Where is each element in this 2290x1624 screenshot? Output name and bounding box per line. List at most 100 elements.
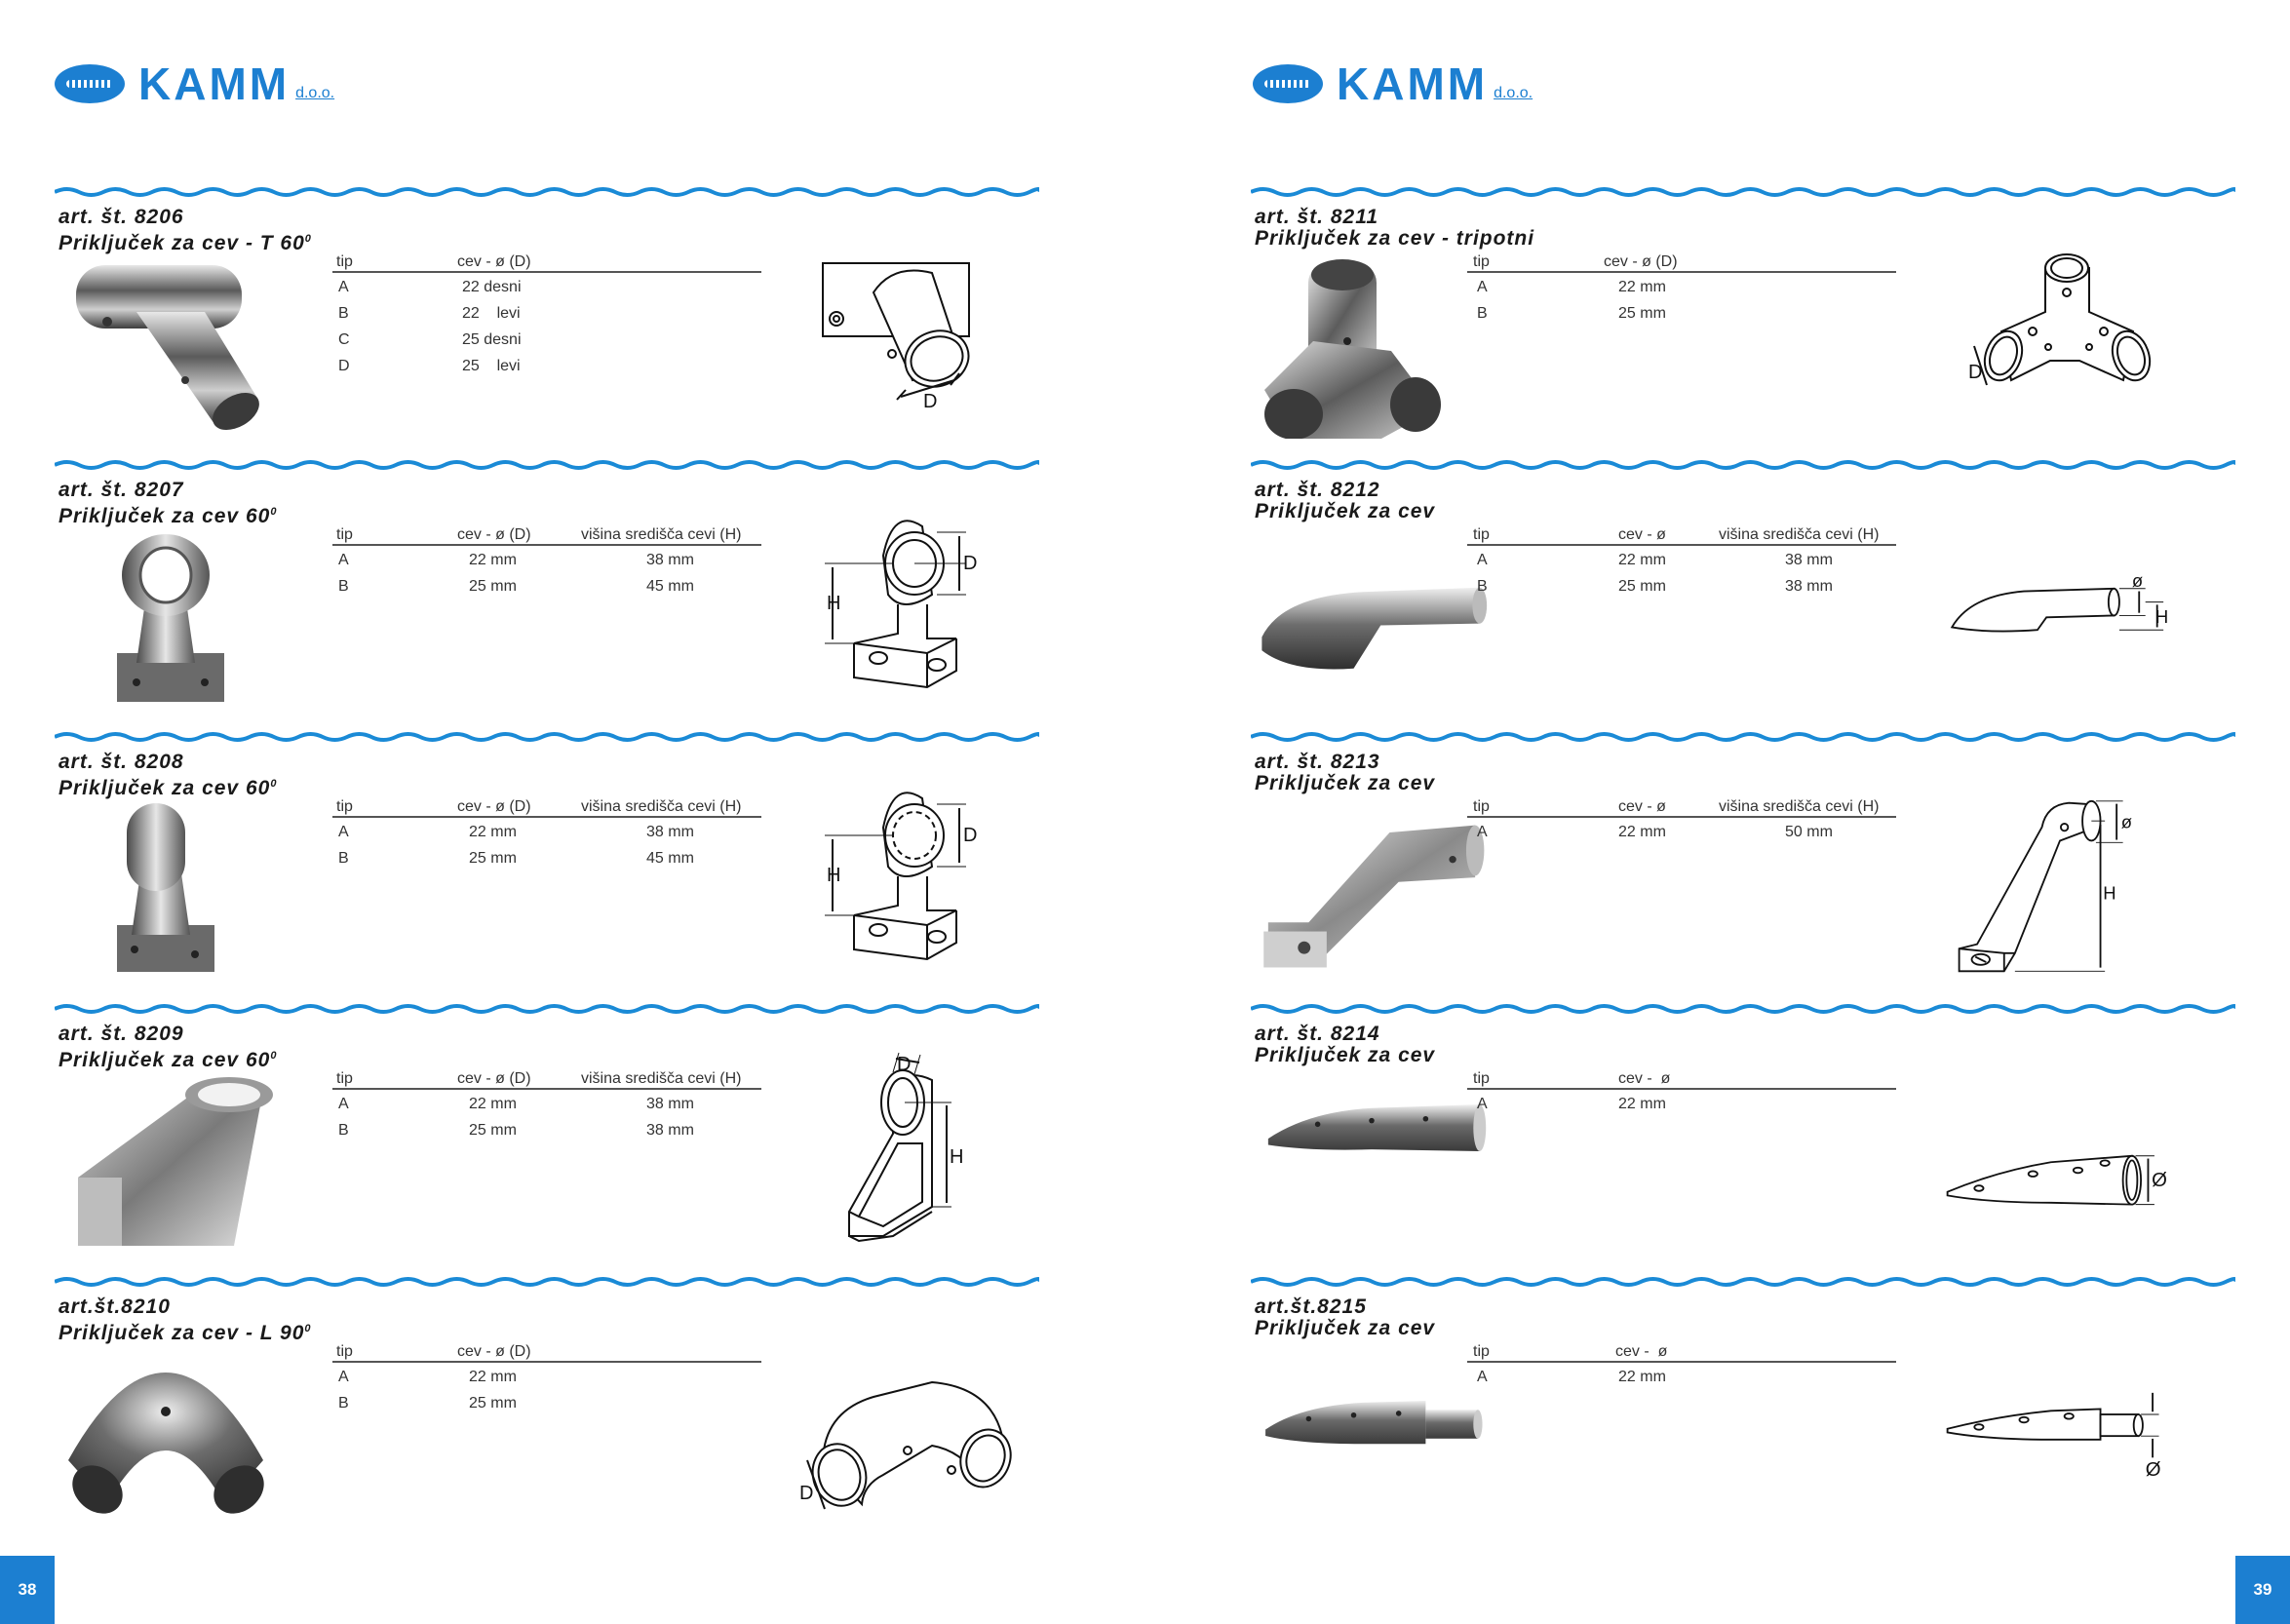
- technical-drawing: D H: [848, 1052, 963, 1243]
- degree-mark: 0: [270, 506, 278, 518]
- wave-divider: [1251, 732, 2235, 742]
- svg-text:D: D: [897, 1054, 911, 1075]
- article-heading: art. št. 8207 Priključek za cev 600: [58, 480, 277, 527]
- svg-text:D: D: [963, 825, 977, 846]
- product-photo-end-cap-inner: [1265, 1401, 1483, 1445]
- spec-table: tip cev - ø (D) višina središča cevi (H)…: [332, 524, 761, 599]
- technical-drawing: Ø: [1946, 1392, 2161, 1481]
- technical-drawing: D: [799, 1380, 1012, 1510]
- wave-divider: [55, 1277, 1039, 1287]
- product-section-8210: art.št.8210 Priključek za cev - L 900 ti…: [55, 1275, 1039, 1538]
- article-title: Priključek za cev: [1255, 1317, 1436, 1339]
- article-number: art. št. 8206: [58, 206, 184, 228]
- wave-divider: [1251, 1004, 2235, 1014]
- article-heading: art.št.8210 Priključek za cev - L 900: [58, 1296, 312, 1344]
- product-photo-end-cap-offset: [1261, 587, 1488, 670]
- article-number: art. št. 8214: [1255, 1023, 1380, 1045]
- article-title: Priključek za cev: [1255, 772, 1436, 794]
- technical-drawing: ø H: [1950, 570, 2168, 633]
- kamm-logo: KAMM d.o.o.: [1253, 53, 1533, 109]
- product-section-8206: art. št. 8206 Priključek za cev - T 600 …: [55, 185, 1039, 448]
- article-number: art. št. 8207: [58, 479, 184, 501]
- article-number: art. št. 8213: [1255, 751, 1380, 773]
- product-section-8209: art. št. 8209 Priključek za cev 600 tip …: [55, 1002, 1039, 1265]
- spec-table-header: tip cev - ø (D): [332, 1341, 761, 1363]
- product-section-8207: art. št. 8207 Priključek za cev 600 tip …: [55, 458, 1039, 721]
- spec-table: tip cev - ø (D) višina središča cevi (H)…: [332, 796, 761, 870]
- product-photo-angled-support: [1263, 825, 1485, 968]
- article-heading: art. št. 8211 Priključek za cev - tripot…: [1255, 207, 1534, 250]
- technical-drawing: D: [1968, 253, 2152, 386]
- article-number: art.št.8210: [58, 1295, 171, 1318]
- article-title: Priključek za cev 600: [58, 505, 278, 527]
- technical-drawing: Ø: [1946, 1154, 2167, 1206]
- technical-drawing: D H: [825, 792, 977, 961]
- article-title: Priključek za cev 600: [58, 1049, 278, 1071]
- degree-mark: 0: [304, 233, 312, 245]
- svg-text:D: D: [1968, 362, 1982, 383]
- product-section-8213: art. št. 8213 Priključek za cev tip cev …: [1251, 730, 2235, 993]
- dimension-label: D: [923, 391, 937, 412]
- product-photo-end-cap-torpedo: [1267, 1104, 1487, 1151]
- product-section-8214: art. št. 8214 Priključek za cev tip cev …: [1251, 1002, 2235, 1265]
- svg-text:ø: ø: [2121, 812, 2132, 832]
- degree-mark: 0: [304, 1323, 312, 1334]
- article-title: Priključek za cev 600: [58, 777, 278, 799]
- col-header-tip: tip: [336, 253, 353, 270]
- kamm-logo-mark-icon: [55, 64, 125, 103]
- wave-divider: [55, 460, 1039, 470]
- svg-text:ø: ø: [2132, 570, 2143, 591]
- technical-drawing: D H: [825, 520, 977, 689]
- article-title: Priključek za cev - tripotni: [1255, 227, 1535, 250]
- article-heading: art. št. 8206 Priključek za cev - T 600: [58, 207, 312, 254]
- article-number: art.št.8215: [1255, 1295, 1367, 1318]
- product-section-8211: art. št. 8211 Priključek za cev - tripot…: [1251, 185, 2235, 448]
- degree-mark: 0: [270, 778, 278, 790]
- col-header-diameter: cev - ø (D): [457, 253, 531, 270]
- article-title: Priključek za cev - L 900: [58, 1322, 312, 1344]
- article-heading: art. št. 8209 Priključek za cev 600: [58, 1024, 277, 1071]
- article-heading: art. št. 8212 Priključek za cev: [1255, 480, 1435, 522]
- product-section-8212: art. št. 8212 Priključek za cev tip cev …: [1251, 458, 2235, 721]
- page-number: 38: [0, 1556, 55, 1624]
- brand-name: KAMM: [1337, 58, 1489, 109]
- spec-table-header: tip cev - ø: [1467, 1068, 1896, 1090]
- product-photo-elbow-90: [68, 1373, 264, 1514]
- product-photo-stanchion-closed: [117, 803, 214, 972]
- article-number: art. št. 8209: [58, 1023, 184, 1045]
- svg-text:H: H: [827, 865, 840, 886]
- spec-table-header: tip cev - ø (D): [1467, 251, 1896, 273]
- spec-table-header: tip cev - ø višina središča cevi (H): [1467, 524, 1896, 546]
- article-number: art. št. 8208: [58, 751, 184, 773]
- article-heading: art. št. 8214 Priključek za cev: [1255, 1024, 1435, 1066]
- technical-drawing: ø H: [1958, 799, 2132, 973]
- article-title: Priključek za cev - T 600: [58, 232, 312, 254]
- catalog-page-left: KAMM d.o.o. art. št. 8206 Priključek za …: [0, 61, 1039, 1624]
- svg-text:D: D: [799, 1483, 813, 1504]
- wave-divider: [1251, 1277, 2235, 1287]
- article-number: art. št. 8211: [1255, 206, 1379, 228]
- spec-table: tip cev - ø (D) višina središča cevi (H)…: [332, 1068, 761, 1142]
- article-heading: art. št. 8208 Priključek za cev 600: [58, 752, 277, 799]
- product-section-8215: art.št.8215 Priključek za cev tip cev - …: [1251, 1275, 2235, 1538]
- article-heading: art. št. 8213 Priključek za cev: [1255, 752, 1435, 794]
- wave-divider: [1251, 187, 2235, 197]
